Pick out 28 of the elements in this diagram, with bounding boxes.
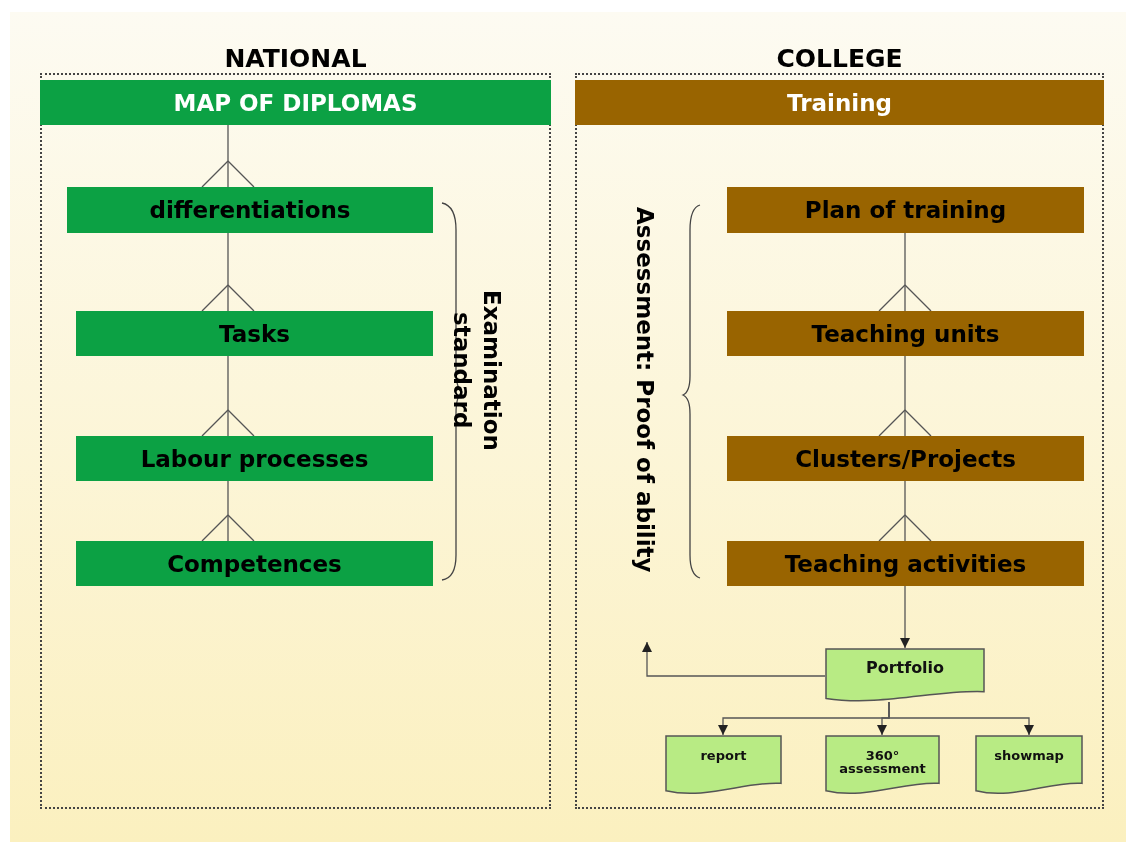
- side-label: Assessment: Proof of ability: [631, 206, 659, 575]
- document-shape: report: [665, 735, 782, 797]
- process-box: Labour processes: [76, 436, 433, 481]
- process-box: Teaching units: [727, 311, 1084, 356]
- process-box: Clusters/Projects: [727, 436, 1084, 481]
- arrow: [642, 641, 826, 677]
- document-shape: 360° assessment: [825, 735, 940, 797]
- document-shape: Portfolio: [825, 648, 985, 704]
- panel-heading: COLLEGE: [775, 43, 904, 75]
- side-label: Examination standard: [448, 288, 506, 453]
- crowfoot-connector: [201, 480, 255, 542]
- process-box: differentiations: [67, 187, 433, 233]
- process-box: Teaching activities: [727, 541, 1084, 586]
- crowfoot-connector: [878, 480, 932, 542]
- crowfoot-connector: [201, 355, 255, 437]
- arrow: [900, 585, 910, 649]
- crowfoot-connector: [878, 355, 932, 437]
- process-box: Tasks: [76, 311, 433, 356]
- crowfoot-connector: [201, 232, 255, 312]
- header-band: Training: [575, 80, 1104, 125]
- crowfoot-connector: [878, 232, 932, 312]
- panel-heading: NATIONAL: [223, 43, 368, 75]
- arrow: [888, 701, 1034, 736]
- process-box: Plan of training: [727, 187, 1084, 233]
- crowfoot-connector: [201, 124, 255, 188]
- header-band: MAP OF DIPLOMAS: [40, 80, 551, 125]
- process-box: Competences: [76, 541, 433, 586]
- document-shape: showmap: [975, 735, 1083, 797]
